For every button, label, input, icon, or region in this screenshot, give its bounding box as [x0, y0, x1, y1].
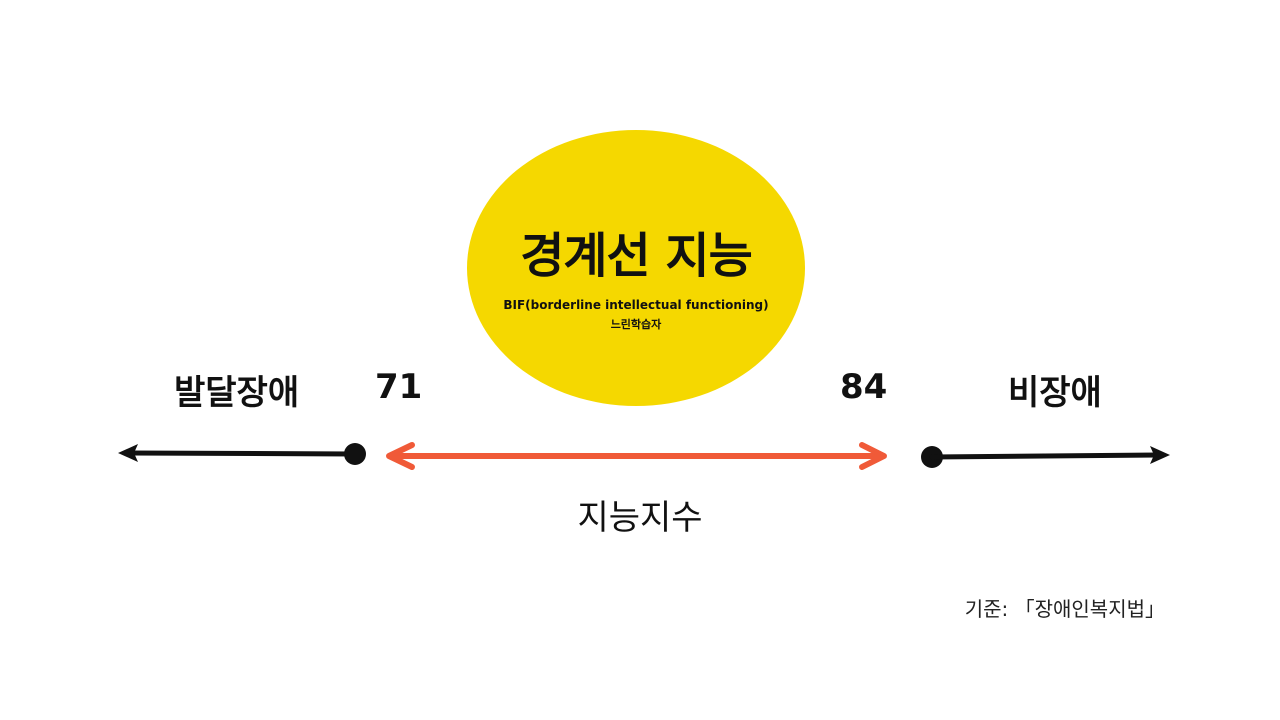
left-arrow [118, 443, 366, 465]
bif-subtitle-english: BIF(borderline intellectual functioning) [503, 298, 769, 312]
bif-subtitle-korean: 느린학습자 [610, 318, 662, 331]
bif-title: 경계선 지능 [520, 228, 753, 284]
right-arrow [921, 446, 1170, 468]
iq-range-arrow [386, 442, 887, 470]
non-disabled-label: 비장애 [1008, 373, 1102, 413]
left-endpoint-dot [344, 443, 366, 465]
iq-axis-label: 지능지수 [577, 498, 703, 538]
source-note: 기준: 「장애인복지법」 [964, 597, 1165, 621]
iq-threshold-high: 84 [840, 367, 888, 407]
iq-threshold-low: 71 [375, 367, 423, 407]
bif-circle [467, 130, 805, 406]
developmental-disability-label: 발달장애 [174, 373, 300, 413]
